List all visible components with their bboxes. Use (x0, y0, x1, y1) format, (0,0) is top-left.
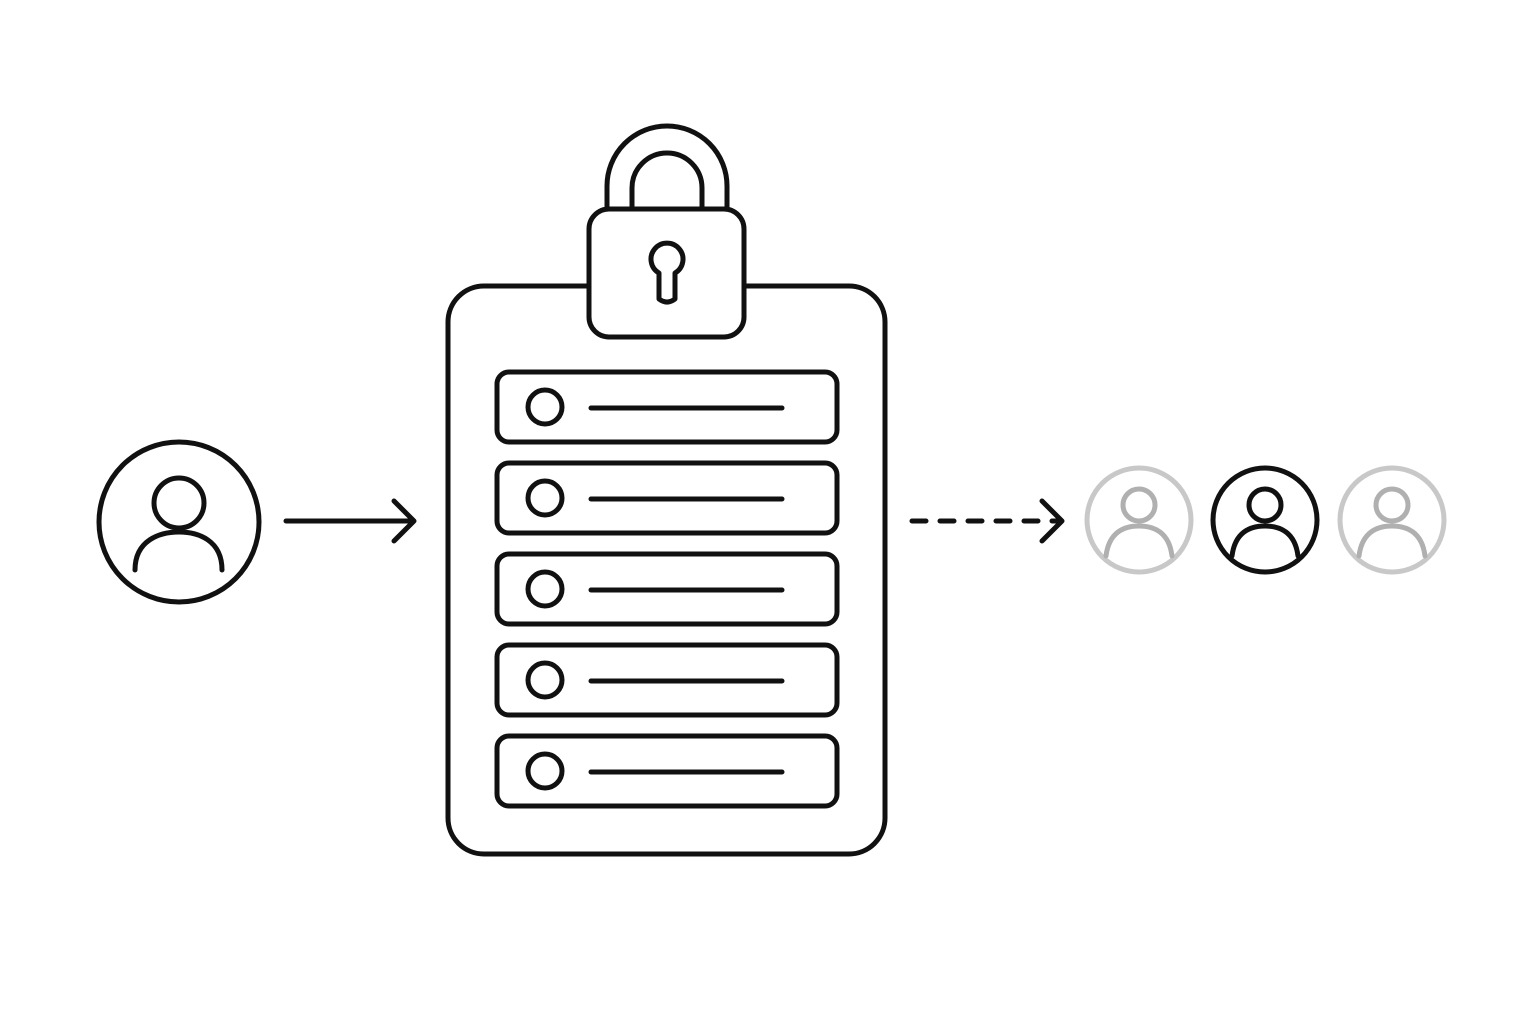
record-box (494, 642, 840, 718)
record-dot-icon (525, 387, 565, 427)
record-row (494, 460, 840, 536)
record-box (494, 733, 840, 809)
record-dot-icon (525, 569, 565, 609)
recipient-user-icon (1337, 465, 1447, 575)
recipient-user-icon (1210, 465, 1320, 575)
record-row (494, 369, 840, 445)
arrow-right-icon (283, 498, 417, 544)
record-box (494, 460, 840, 536)
record-row (494, 733, 840, 809)
padlock-icon (586, 123, 747, 340)
recipient-user-icon (1084, 465, 1194, 575)
dashed-arrow-right-icon (909, 498, 1065, 544)
record-dot-icon (525, 751, 565, 791)
keyhole-icon (648, 240, 686, 305)
record-box (494, 369, 840, 445)
recipient-list (1084, 465, 1447, 575)
record-box (494, 551, 840, 627)
record-dot-icon (525, 478, 565, 518)
record-row (494, 551, 840, 627)
record-row (494, 642, 840, 718)
record-list (494, 369, 840, 809)
source-user-icon (96, 439, 262, 605)
record-dot-icon (525, 660, 565, 700)
